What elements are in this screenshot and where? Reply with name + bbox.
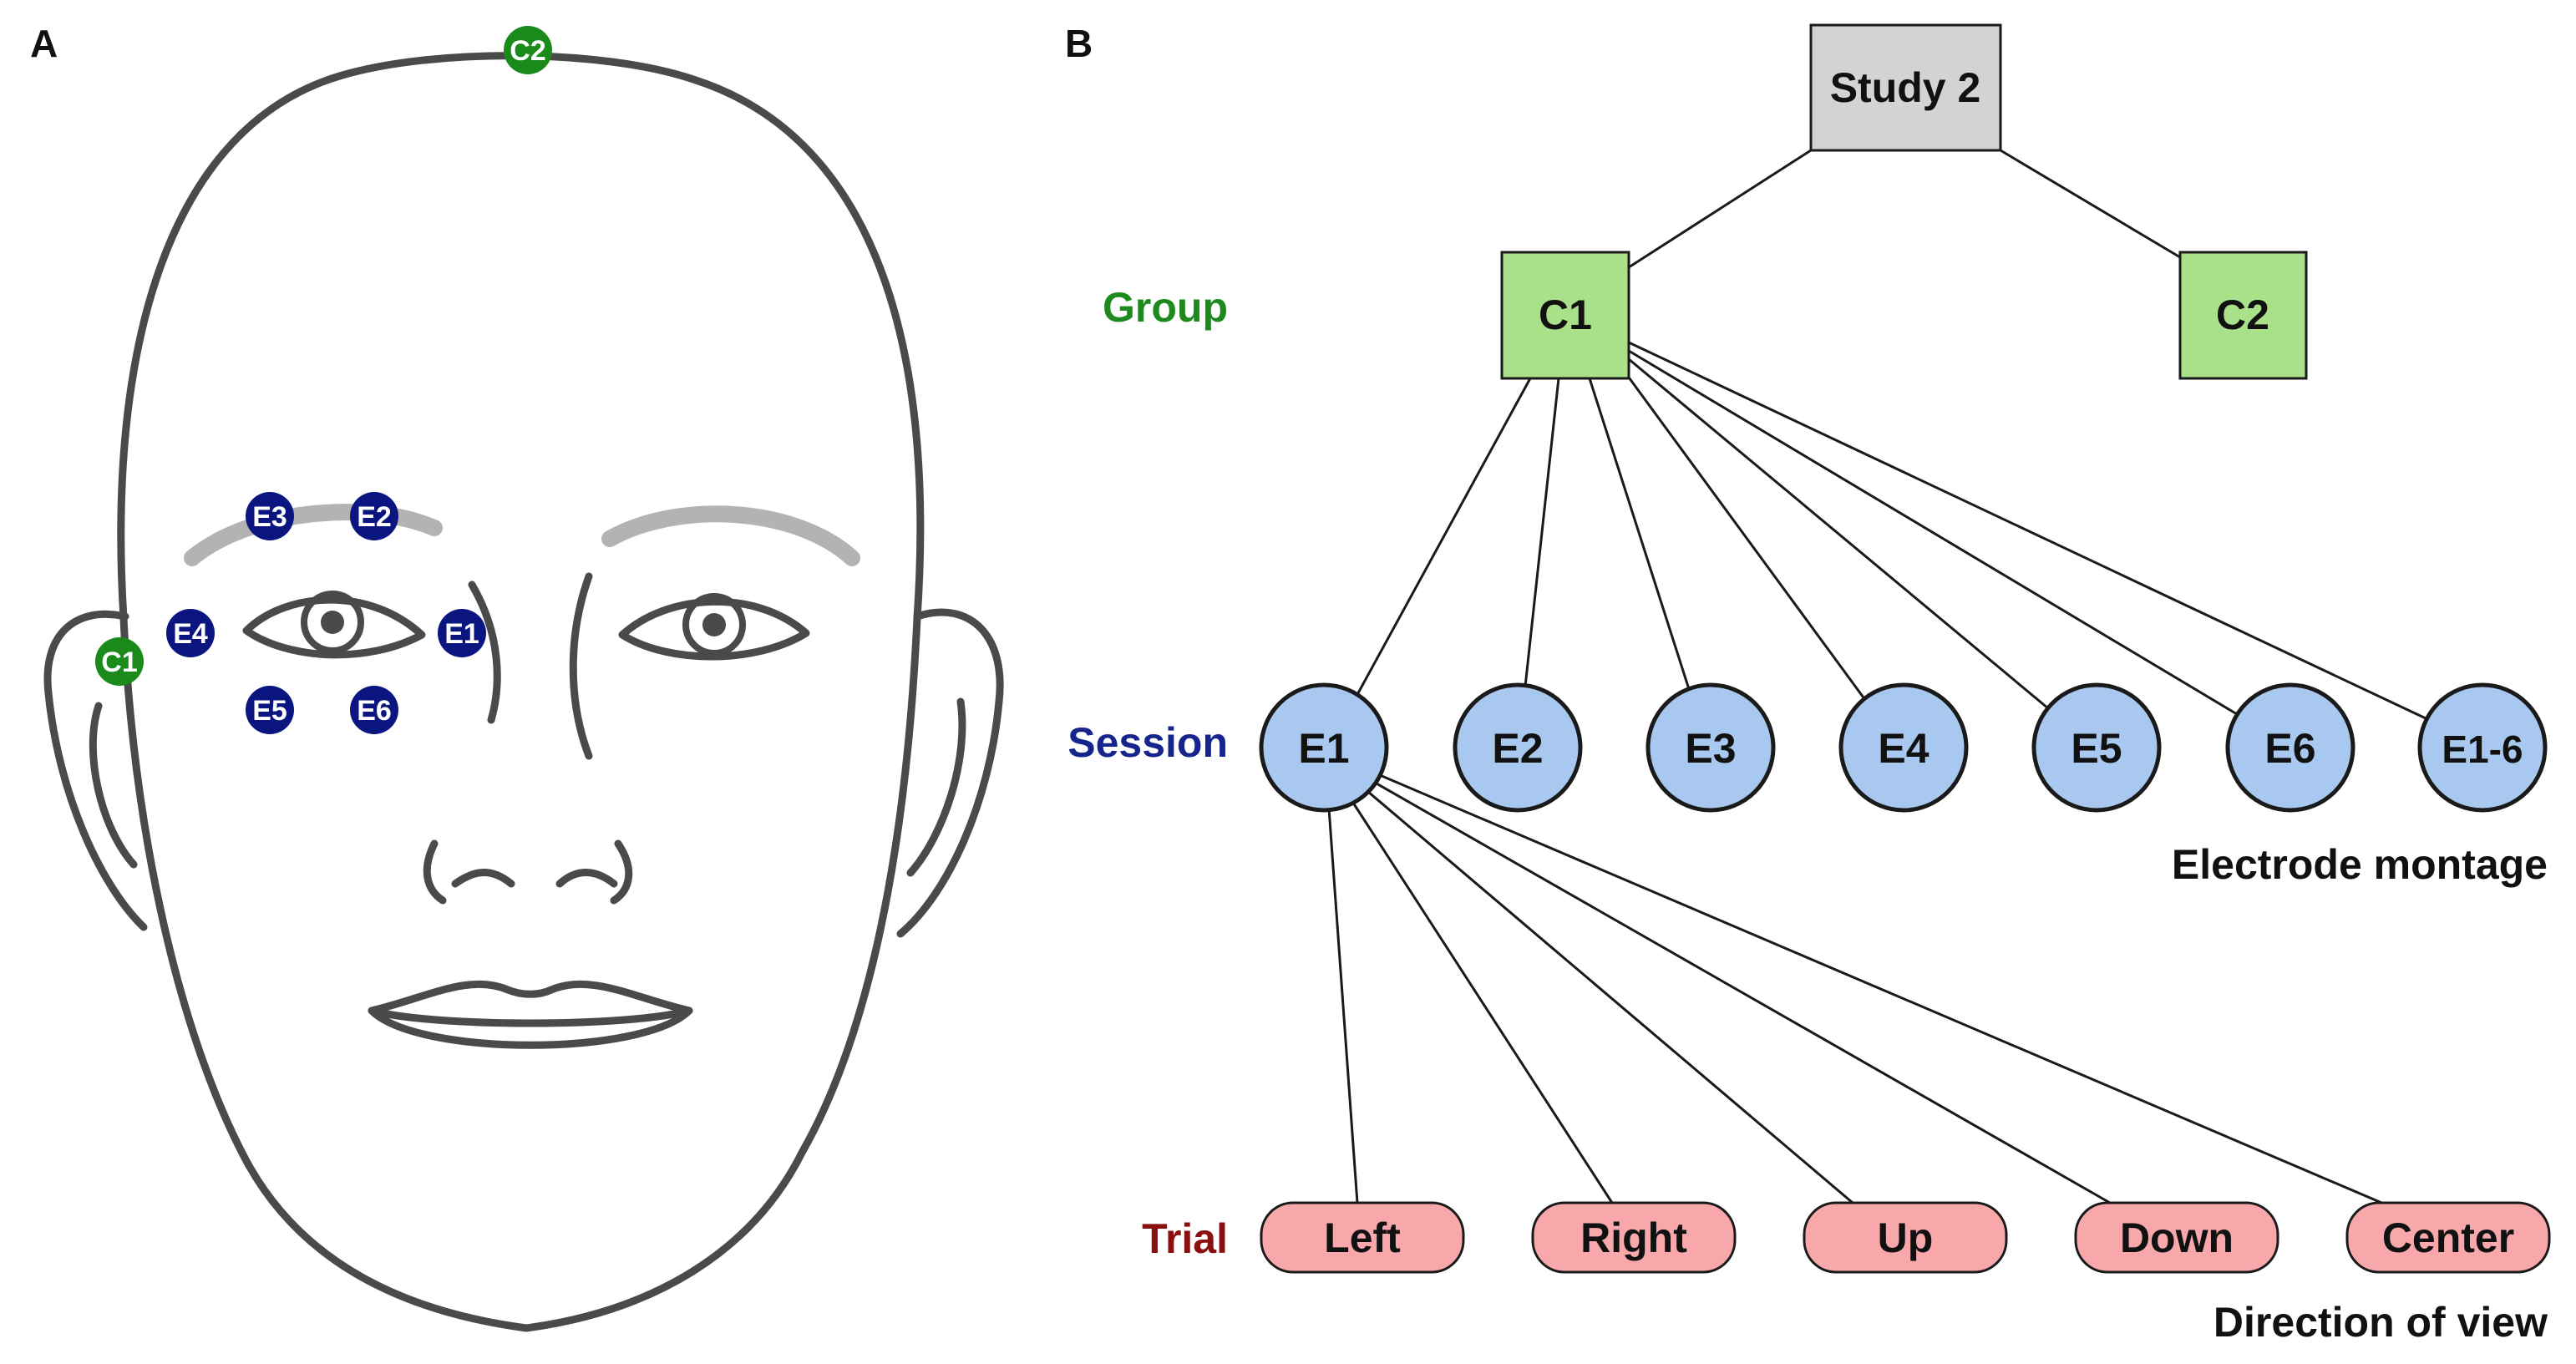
- electrode-e5: E5: [246, 686, 294, 734]
- edge-study-c2: [2000, 149, 2181, 259]
- node-trial-right: Right: [1531, 1201, 1737, 1274]
- electrode-e6: E6: [350, 686, 398, 734]
- node-trial-down: Down: [2074, 1201, 2279, 1274]
- level-label-trial: Trial: [1142, 1215, 1228, 1262]
- svg-text:E4: E4: [173, 618, 208, 650]
- node-session-e3: E3: [1645, 682, 1776, 813]
- left-eye: [242, 596, 426, 659]
- level-label-session: Session: [1067, 719, 1228, 766]
- edge-e1-down: [1376, 782, 2122, 1211]
- svg-text:Center: Center: [2382, 1214, 2514, 1261]
- electrodes: C2 C1 E3 E2 E4 E1 E5 E6: [95, 26, 552, 734]
- svg-text:E4: E4: [1878, 725, 1929, 772]
- svg-text:E1: E1: [1298, 725, 1349, 772]
- svg-text:C1: C1: [101, 647, 137, 678]
- svg-text:Right: Right: [1580, 1214, 1687, 1261]
- svg-text:E2: E2: [357, 501, 392, 533]
- left-eyebrow: [184, 504, 443, 566]
- edge-c1-e16: [1628, 341, 2426, 720]
- edge-e1-right: [1350, 799, 1614, 1204]
- caption-electrode-montage: Electrode montage: [2172, 841, 2548, 888]
- caption-direction-of-view: Direction of view: [2213, 1299, 2548, 1346]
- session-nodes: E1 E2 E3 E4 E5 E6 E1-6: [1259, 682, 2548, 813]
- edge-e1-center: [1379, 773, 2398, 1211]
- node-session-e5: E5: [2031, 682, 2162, 813]
- tree-edges: [1327, 149, 2426, 1211]
- node-trial-center: Center: [2345, 1201, 2551, 1274]
- svg-text:Up: Up: [1878, 1214, 1934, 1261]
- svg-text:Down: Down: [2120, 1214, 2234, 1261]
- left-ear: [43, 610, 148, 931]
- edge-c1-e2: [1524, 378, 1560, 687]
- right-eye-pupil: [702, 613, 726, 636]
- right-eye-iris: [682, 593, 746, 657]
- node-study: Study 2: [1809, 23, 2002, 152]
- panel-label-a: A: [30, 22, 58, 65]
- svg-text:E5: E5: [252, 695, 287, 727]
- right-ear: [896, 608, 1004, 938]
- right-eyebrow: [601, 505, 860, 566]
- svg-text:Study 2: Study 2: [1830, 64, 1981, 111]
- node-session-e6: E6: [2225, 682, 2355, 813]
- electrode-e1: E1: [438, 609, 486, 657]
- svg-text:Left: Left: [1324, 1214, 1401, 1261]
- edge-c1-e5: [1628, 357, 2049, 710]
- edge-c1-e3: [1588, 378, 1691, 690]
- electrode-c2: C2: [504, 26, 552, 74]
- level-label-group: Group: [1103, 284, 1228, 331]
- left-eye-iris: [301, 591, 364, 654]
- mouth-upper-lip: [368, 980, 693, 1015]
- svg-text:E3: E3: [252, 501, 287, 533]
- node-session-e2: E2: [1453, 682, 1583, 813]
- node-group-c1: C1: [1500, 251, 1630, 380]
- left-ear-inner: [89, 702, 138, 869]
- svg-text:E6: E6: [357, 695, 392, 727]
- head-outline: [117, 52, 925, 1332]
- right-eye: [618, 597, 810, 661]
- nose-right-line: [569, 572, 593, 760]
- node-session-e1: E1: [1259, 682, 1389, 813]
- svg-text:C2: C2: [2216, 292, 2269, 338]
- electrode-e4: E4: [166, 609, 215, 657]
- node-session-e1-6: E1-6: [2417, 682, 2548, 813]
- nose-left-line: [468, 581, 501, 724]
- svg-text:E2: E2: [1492, 725, 1543, 772]
- nose-bottom: [423, 839, 633, 905]
- right-ear-inner: [906, 697, 966, 877]
- edge-study-c1: [1628, 149, 1812, 269]
- svg-text:E3: E3: [1685, 725, 1736, 772]
- edge-e1-left: [1327, 808, 1359, 1204]
- left-eye-pupil: [321, 611, 344, 634]
- svg-text:E6: E6: [2264, 725, 2315, 772]
- node-trial-left: Left: [1260, 1201, 1465, 1274]
- edge-c1-e4: [1623, 371, 1869, 704]
- node-group-c2: C2: [2178, 251, 2308, 380]
- face-drawing: [43, 52, 1004, 1332]
- electrode-e3: E3: [246, 492, 294, 540]
- svg-text:E1: E1: [444, 618, 479, 650]
- edge-c1-e6: [1628, 349, 2238, 716]
- svg-text:E1-6: E1-6: [2442, 728, 2523, 771]
- edge-c1-e1: [1353, 378, 1532, 700]
- svg-text:E5: E5: [2071, 725, 2122, 772]
- node-session-e4: E4: [1838, 682, 1969, 813]
- edge-e1-up: [1367, 790, 1853, 1204]
- mouth-lower-lip: [368, 1007, 693, 1049]
- svg-text:C2: C2: [510, 35, 545, 67]
- electrode-e2: E2: [350, 492, 398, 540]
- electrode-c1: C1: [95, 637, 144, 686]
- panel-label-b: B: [1065, 22, 1093, 65]
- node-trial-up: Up: [1803, 1201, 2008, 1274]
- svg-text:C1: C1: [1539, 292, 1592, 338]
- trial-nodes: Left Right Up Down Center: [1260, 1201, 2551, 1274]
